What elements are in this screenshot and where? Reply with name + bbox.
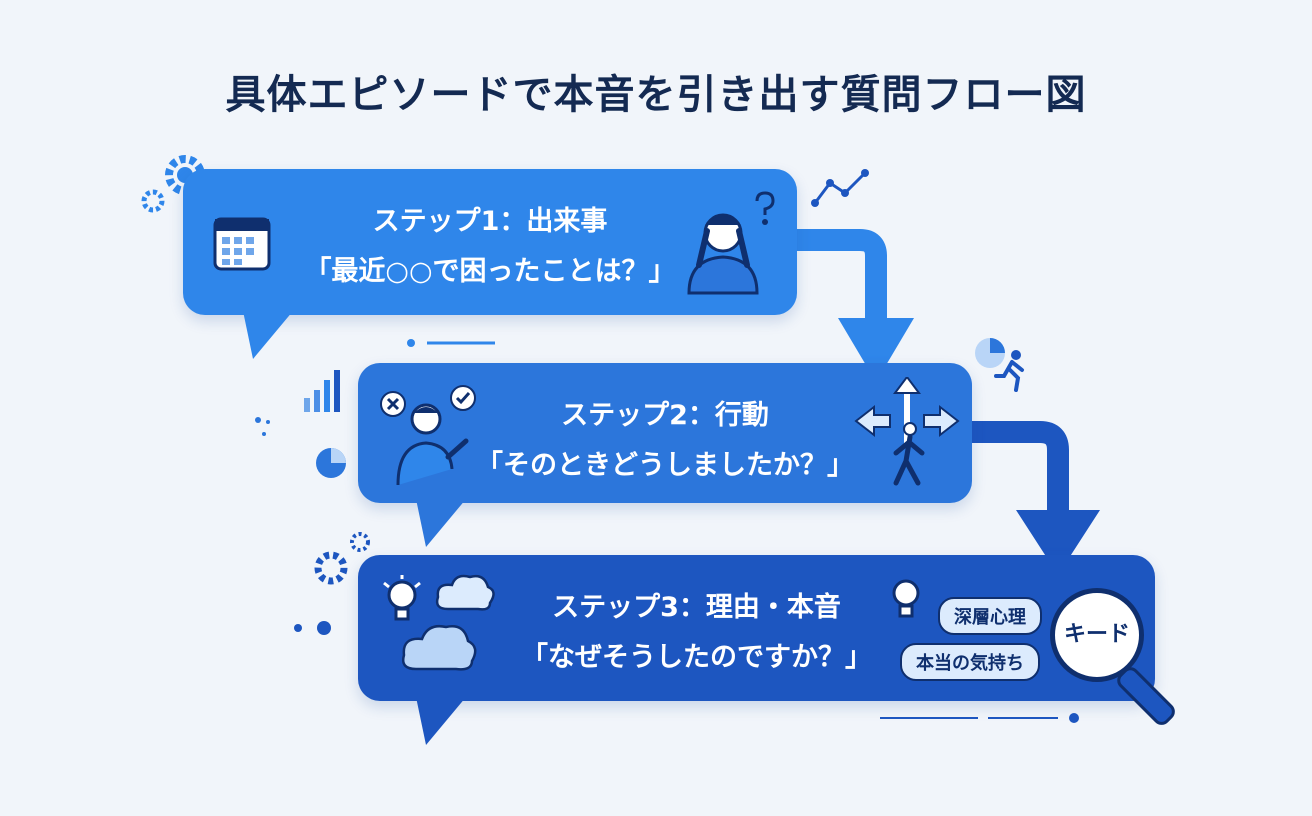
decorative-dots (255, 417, 270, 436)
explaining-person-icon (396, 403, 469, 486)
line-graph-icon (811, 169, 869, 207)
bubble-tail (416, 499, 466, 547)
lightbulb-icon (383, 575, 421, 621)
step-2-bubble: ステップ2：行動 「そのときどうしましたか？」 (358, 363, 972, 547)
thought-cloud-icon (402, 625, 477, 671)
gear-icon (350, 532, 370, 552)
step-1-title: ステップ1：出来事 (372, 206, 608, 237)
calendar-icon (213, 217, 271, 271)
decorative-dots (294, 621, 331, 635)
bubble-tail (416, 697, 466, 745)
magnifying-glass-icon: キード (1050, 588, 1144, 682)
running-person-icon (994, 350, 1024, 392)
tag-deep-psychology: 深層心理 (938, 597, 1042, 635)
confused-person-icon (687, 213, 759, 295)
walking-person-icon (893, 422, 925, 486)
step-1-question: 「最近○○で困ったことは？」 (304, 256, 676, 287)
thought-cloud-icon (435, 574, 495, 611)
bar-chart-icon (304, 370, 340, 412)
step-2-title: ステップ2：行動 (561, 400, 769, 431)
gear-icon (314, 551, 348, 585)
bubble-tail (243, 311, 293, 359)
step-3-question: 「なぜそうしたのですか？」 (521, 642, 872, 673)
pie-chart-icon (975, 338, 1005, 368)
step-2-question: 「そのときどうしましたか？」 (476, 450, 854, 481)
question-mark-icon (755, 191, 775, 225)
step-1-bubble: ステップ1：出来事 「最近○○で困ったことは？」 (183, 169, 797, 359)
tag-true-feelings: 本当の気持ち (900, 643, 1040, 681)
decorative-line (407, 339, 495, 347)
lightbulb-icon (892, 579, 920, 618)
step-3-title: ステップ3：理由・本音 (552, 592, 841, 623)
pie-chart-icon (316, 448, 346, 478)
direction-arrows-icon (854, 377, 960, 445)
magnifier-label: キード (1063, 622, 1130, 647)
gear-icon (141, 189, 165, 213)
decorative-line (880, 713, 1079, 723)
cross-bubble-icon (380, 391, 406, 417)
check-bubble-icon (450, 385, 476, 411)
page-title: 具体エピソードで本音を引き出す質問フロー図 (225, 72, 1087, 118)
